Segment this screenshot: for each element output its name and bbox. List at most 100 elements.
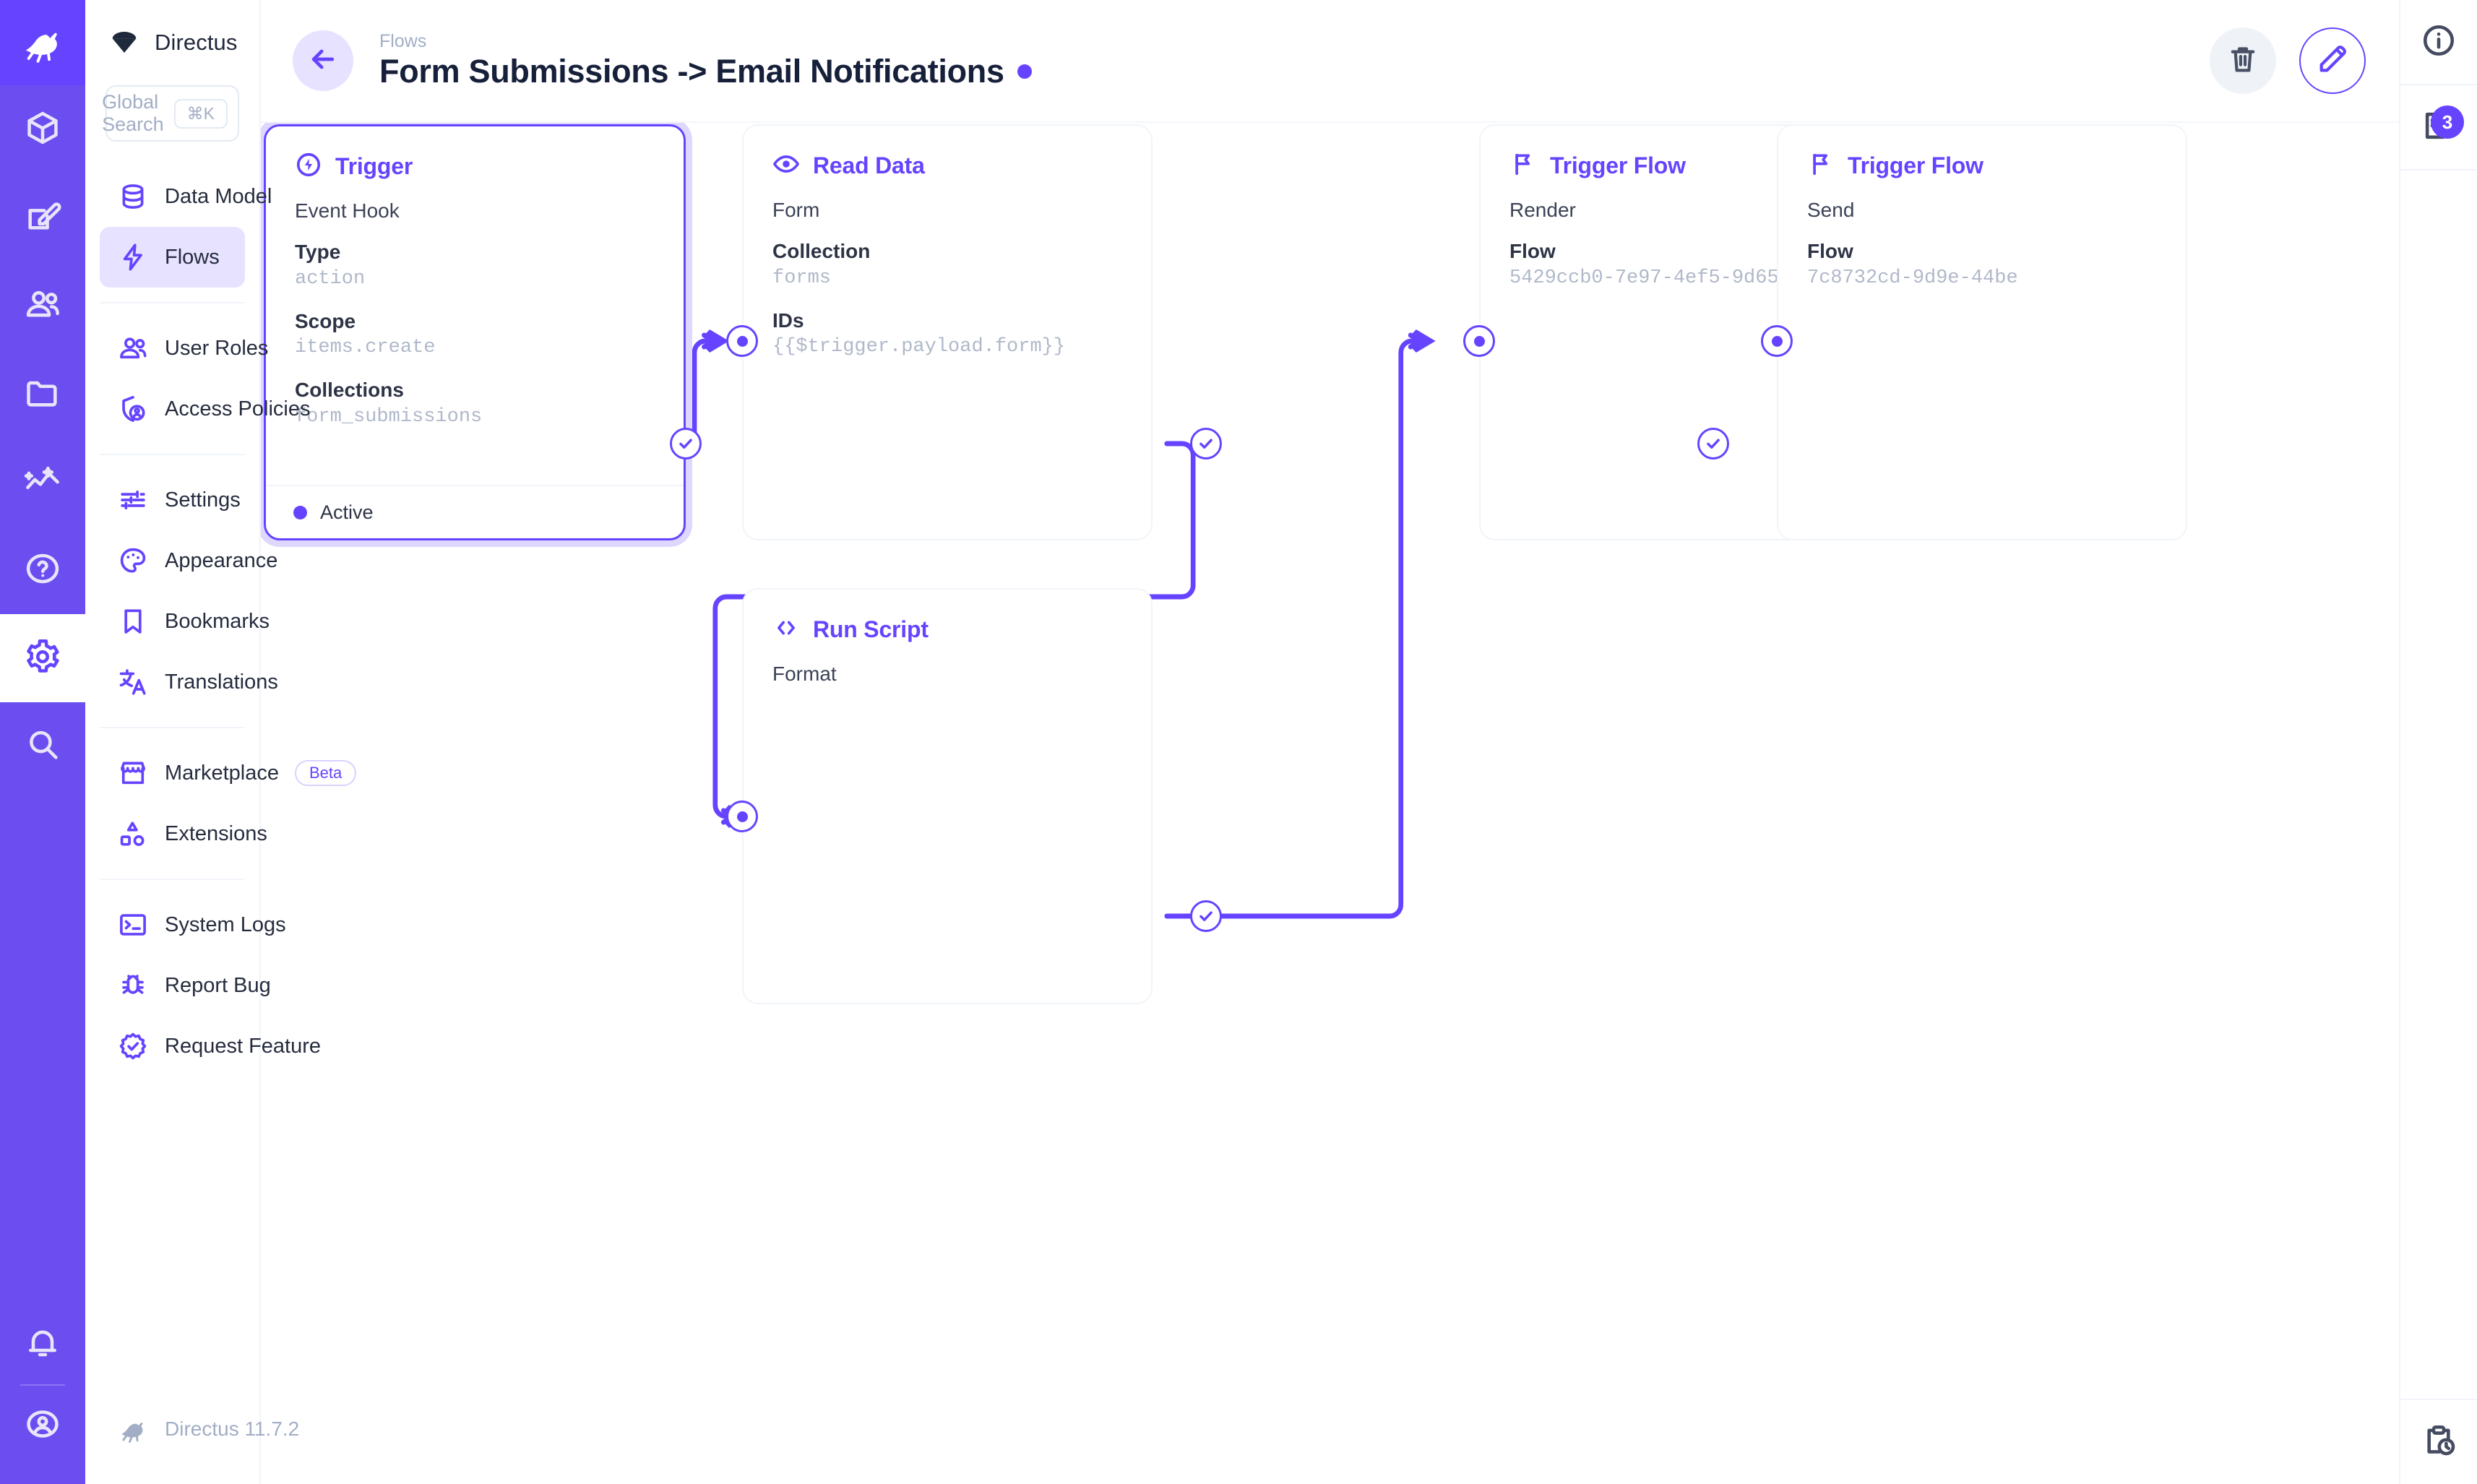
field-key: Collection [772,240,871,262]
node-type-label: Trigger Flow [1848,152,1983,178]
sidebar-search-wrap: Global Search ⌘K [85,85,259,156]
sidebar-brand[interactable]: Directus [85,0,259,85]
field-value: 5429ccb0-7e97-4ef5-9d65-2b… [1509,267,1826,289]
sidebar-item-bookmarks[interactable]: Bookmarks [100,591,270,652]
sidebar-item-label: Bookmarks [165,609,270,633]
rail-item-files-module[interactable] [0,350,85,438]
sidebar-item-label: Extensions [165,821,267,845]
sidebar-item-settings[interactable]: Settings [100,470,245,530]
users-icon [117,332,149,364]
rail-item-content-module[interactable] [0,85,85,173]
sidebar-item-marketplace[interactable]: Marketplace Beta [100,743,357,803]
check-icon [1199,439,1212,449]
rail-item-users-module[interactable] [0,262,85,350]
rail-item-help-module[interactable] [0,526,85,614]
translate-icon [117,666,149,698]
sidebar-divider [100,454,245,455]
activity-log-button[interactable] [2400,1399,2477,1484]
sidebar-item-flows[interactable]: Flows [100,227,245,288]
rail-item-settings-module[interactable] [0,614,85,702]
rail-item-account[interactable] [0,1386,85,1465]
module-rail [0,0,85,1484]
port-trigger-output-resolve[interactable] [670,428,702,460]
sidebar-group-1: Data Model Flows [85,156,272,298]
global-search-input[interactable]: Global Search ⌘K [102,85,239,142]
field-key: IDs [772,309,804,332]
port-trigger-flow-render-input[interactable] [1463,325,1495,357]
active-status-label: Active [320,501,374,523]
sidebar-item-user-roles[interactable]: User Roles [100,318,268,379]
arrow-left-icon [307,43,339,79]
sidebar-item-data-model[interactable]: Data Model [100,166,272,227]
field-key: Flow [1807,240,1853,262]
port-run-script-output-resolve[interactable] [1190,900,1222,932]
field-key: Type [295,241,341,263]
main-area: Flows Form Submissions -> Email Notifica… [261,0,2399,1484]
sidebar-brand-label: Directus [155,30,238,55]
sidebar-item-access-policies[interactable]: Access Policies [100,379,310,439]
flow-node-run-script[interactable]: Run Script Format [742,588,1153,1004]
node-field: Collections form_submissions [295,376,656,431]
sidebar-group-2: User Roles Access Policies [85,308,310,449]
sidebar-item-report-bug[interactable]: Report Bug [100,955,271,1016]
sidebar-group-4: Marketplace Beta Extensions [85,733,357,874]
info-panel-button[interactable] [2400,0,2477,85]
flow-canvas[interactable]: Trigger Event Hook Type action Scope ite… [261,123,2399,1484]
eye-icon [772,150,800,181]
revisions-panel-button[interactable]: 3 [2400,85,2477,171]
port-trigger-flow-send-input[interactable] [1761,325,1793,357]
flow-node-trigger[interactable]: Trigger Event Hook Type action Scope ite… [264,124,686,540]
sidebar-item-extensions[interactable]: Extensions [100,803,267,864]
node-field: Scope items.create [295,308,656,363]
page-header: Flows Form Submissions -> Email Notifica… [261,0,2399,123]
status-badge [1017,64,1032,79]
node-type-header: Run Script [772,614,1124,645]
sidebar-item-label: User Roles [165,336,269,360]
node-body: Trigger Flow Send Flow 7c8732cd-9d9e-44b… [1778,126,2186,293]
code-brackets-icon [772,614,800,645]
flow-node-read-data[interactable]: Read Data Form Collection forms IDs {{$t… [742,124,1153,540]
node-field: Flow 7c8732cd-9d9e-44be [1807,238,2158,293]
bookmark-icon [117,605,149,637]
sidebar-item-system-logs[interactable]: System Logs [100,894,286,955]
port-read-data-output-resolve[interactable] [1190,428,1222,460]
node-subtitle: Send [1807,199,1855,221]
input-dot-icon [1473,335,1485,347]
port-run-script-input[interactable] [726,801,758,832]
check-icon [679,439,692,449]
node-body: Run Script Format [744,590,1151,686]
directus-logo[interactable] [0,0,85,85]
field-value: {{$trigger.payload.form}} [772,336,1066,358]
rail-item-editor-module[interactable] [0,173,85,262]
field-key: Flow [1509,240,1556,262]
sidebar-group-5: System Logs Report Bug Request Feature [85,884,321,1087]
flag-icon [1509,150,1537,181]
active-status-dot [293,505,307,519]
marketplace-beta-badge: Beta [294,760,357,786]
rail-item-search-module[interactable] [0,702,85,790]
port-read-data-input[interactable] [726,325,758,357]
rail-item-notifications[interactable] [0,1305,85,1384]
node-subtitle: Event Hook [295,199,400,222]
sidebar-item-label: Data Model [165,184,272,208]
sidebar-item-appearance[interactable]: Appearance [100,530,277,591]
node-field: Type action [295,238,656,293]
flow-node-trigger-flow-send[interactable]: Trigger Flow Send Flow 7c8732cd-9d9e-44b… [1777,124,2187,540]
edit-flow-button[interactable] [2299,27,2366,94]
sidebar-divider [100,727,245,728]
rail-item-insights-module[interactable] [0,438,85,526]
box-icon [24,109,61,150]
port-trigger-flow-render-output-resolve[interactable] [1697,428,1729,460]
bolt-circle-icon [295,151,322,182]
back-button[interactable] [293,30,353,91]
sidebar-item-translations[interactable]: Translations [100,652,278,712]
header-actions [2210,27,2366,94]
node-type-header: Trigger [295,151,656,182]
delete-flow-button[interactable] [2210,27,2276,94]
breadcrumb[interactable]: Flows [379,30,427,51]
sidebar-item-request-feature[interactable]: Request Feature [100,1016,321,1077]
trash-icon [2226,43,2260,79]
input-dot-icon [1771,335,1783,347]
edit-square-icon [24,197,61,238]
node-subtitle: Form [772,199,820,221]
